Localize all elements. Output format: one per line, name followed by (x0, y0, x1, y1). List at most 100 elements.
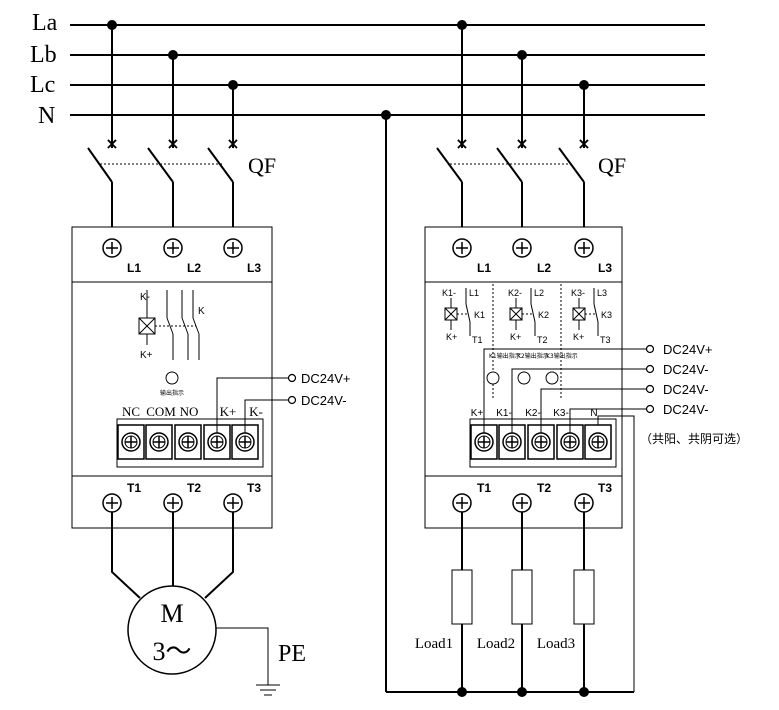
connector-circle-icon (645, 364, 655, 374)
left-terminal-t2: T2 (187, 481, 201, 495)
terminal-screw-icon (163, 493, 183, 513)
ch3-indicator: K3输出指示 (546, 352, 578, 360)
right-dc-label-3: DC24V- (663, 382, 709, 397)
load-wiring (451, 512, 595, 697)
left-module (71, 226, 273, 529)
terminal-screw-icon (223, 493, 243, 513)
left-terminal-l2: L2 (187, 261, 201, 275)
junction-dot (579, 687, 589, 697)
junction-dot (107, 20, 117, 30)
load-resistor-icon (511, 569, 533, 625)
ch1-out: T1 (472, 335, 483, 345)
bus-la-label: La (32, 10, 58, 36)
terminal-screw-icon (574, 493, 594, 513)
connector-circle-icon (645, 404, 655, 414)
right-terminal-t1: T1 (477, 481, 491, 495)
right-drops (381, 20, 634, 693)
right-module (424, 226, 623, 529)
terminal-block-icon (584, 424, 612, 460)
ch3-coil-bottom: K+ (573, 332, 584, 342)
load2-label: Load2 (477, 636, 515, 652)
right-dc-label-2: DC24V- (663, 362, 709, 377)
ch3-coil-top: K3- (571, 288, 585, 298)
right-terminal-l1: L1 (477, 261, 491, 275)
left-dc-wires (216, 373, 297, 433)
ch2-out: T2 (537, 335, 548, 345)
ch2-line: L2 (534, 288, 544, 298)
right-dc-wires (483, 344, 655, 692)
terminal-screw-icon (452, 493, 472, 513)
right-terminal-t3: T3 (598, 481, 612, 495)
right-strip-k3: K3- (553, 408, 569, 419)
left-terminal-t3: T3 (247, 481, 261, 495)
left-strip-nc: NC (122, 404, 140, 419)
connector-circle-icon (645, 384, 655, 394)
left-contact-label: K (198, 306, 205, 317)
right-strip-k2: K2- (525, 408, 541, 419)
right-terminal-l3: L3 (598, 261, 612, 275)
motor-icon (127, 585, 217, 675)
ch1-coil-top: K1- (442, 288, 456, 298)
ch1-line: L1 (469, 288, 479, 298)
ch2-contact: K2 (538, 310, 549, 320)
junction-dot (517, 50, 527, 60)
load1-label: Load1 (415, 636, 453, 652)
connector-circle-icon (287, 373, 297, 383)
right-strip-kplus: K+ (471, 408, 484, 419)
junction-dot (457, 20, 467, 30)
ch2-coil-bottom: K+ (510, 332, 521, 342)
terminal-screw-icon (512, 493, 532, 513)
svg-text:×: × (105, 134, 118, 153)
motor-label: M (160, 599, 183, 628)
left-strip-kminus: K- (249, 404, 263, 419)
svg-text:×: × (577, 134, 590, 153)
load-resistor-icon (451, 569, 473, 625)
motor-phase-label: 3～ (152, 637, 191, 666)
right-terminal-l2: L2 (537, 261, 551, 275)
terminal-screw-icon (574, 238, 594, 258)
terminal-screw-icon (163, 238, 183, 258)
indicator-lamp-icon (517, 371, 531, 385)
right-breaker: × × × (436, 134, 591, 238)
indicator-lamp-icon (486, 371, 500, 385)
junction-dot (457, 687, 467, 697)
ch1-contact: K1 (474, 310, 485, 320)
svg-text:×: × (166, 134, 179, 153)
ch3-contact: K3 (601, 310, 612, 320)
bus-lb-label: Lb (30, 42, 57, 68)
left-dc-plus-label: DC24V+ (301, 371, 351, 386)
right-note: （共阳、共阴可选） (640, 432, 748, 446)
ch2-coil-top: K2- (508, 288, 522, 298)
ch2-indicator: K2输出指示 (517, 352, 549, 360)
terminal-block-icon (145, 424, 173, 460)
connector-circle-icon (287, 395, 297, 405)
junction-dot (228, 80, 238, 90)
left-breaker: × × × (87, 134, 240, 238)
terminal-block-icon (117, 424, 145, 460)
left-strip-no: NO (180, 404, 199, 419)
ch1-coil-bottom: K+ (446, 332, 457, 342)
ch3-line: L3 (597, 288, 607, 298)
left-coil-top-label: K- (140, 292, 150, 303)
right-strip-k1: K1- (496, 408, 512, 419)
left-terminal-t1: T1 (127, 481, 141, 495)
left-strip-kplus: K+ (220, 404, 237, 419)
right-dc-label-4: DC24V- (663, 402, 709, 417)
ch3-out: T3 (600, 335, 611, 345)
terminal-screw-icon (102, 493, 122, 513)
terminal-screw-icon (512, 238, 532, 258)
terminal-block-icon (174, 424, 202, 460)
load3-label: Load3 (537, 636, 575, 652)
junction-dot (579, 80, 589, 90)
bus-lines (70, 24, 705, 116)
left-coil-bottom-label: K+ (140, 350, 153, 361)
left-dc-minus-label: DC24V- (301, 393, 347, 408)
bus-lc-label: Lc (30, 72, 55, 98)
left-terminal-l3: L3 (247, 261, 261, 275)
left-indicator-text: 输出指示 (160, 389, 184, 397)
left-strip-com: COM (146, 404, 176, 419)
bus-n-label: N (38, 103, 55, 129)
load-resistor-icon (573, 569, 595, 625)
terminal-screw-icon (102, 238, 122, 258)
